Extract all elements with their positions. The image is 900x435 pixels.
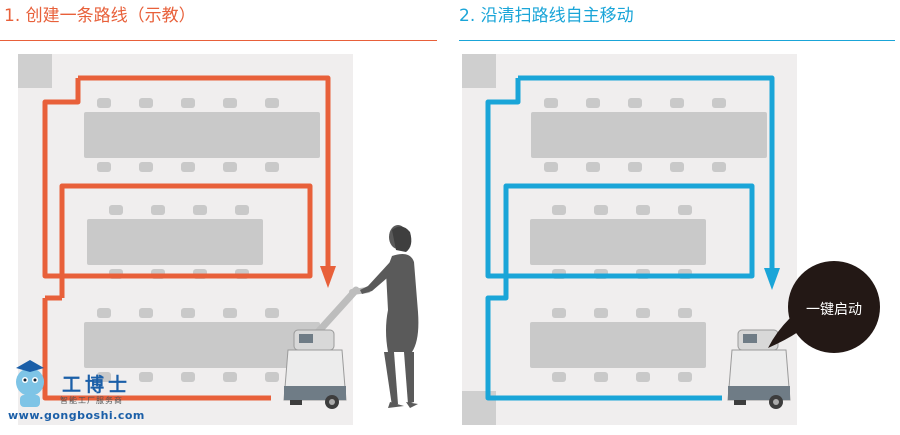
operator-silhouette <box>360 225 419 408</box>
robot-handle <box>314 286 360 336</box>
speech-bubble-tail <box>768 318 798 348</box>
right-panel-title: 2. 沿清扫路线自主移动 <box>459 6 634 26</box>
watermark-tagline: 智能工厂服务商 <box>60 396 123 405</box>
right-corner-marker-top <box>462 54 496 88</box>
auto-route-path <box>485 75 775 401</box>
left-title-rule <box>0 40 437 41</box>
one-key-start-label: 一键启动 <box>806 302 862 318</box>
left-corner-marker <box>18 54 52 88</box>
watermark-mascot <box>16 360 44 407</box>
auto-route-arrow <box>764 268 780 290</box>
teach-route-path <box>42 75 331 401</box>
teach-route-arrow <box>320 266 336 288</box>
speech-bubble <box>788 261 880 353</box>
watermark-brand: 工博士 <box>62 374 132 396</box>
right-title-rule <box>459 40 895 41</box>
left-panel-title: 1. 创建一条路线（示教） <box>4 6 196 26</box>
watermark-url: www.gongboshi.com <box>8 409 145 422</box>
